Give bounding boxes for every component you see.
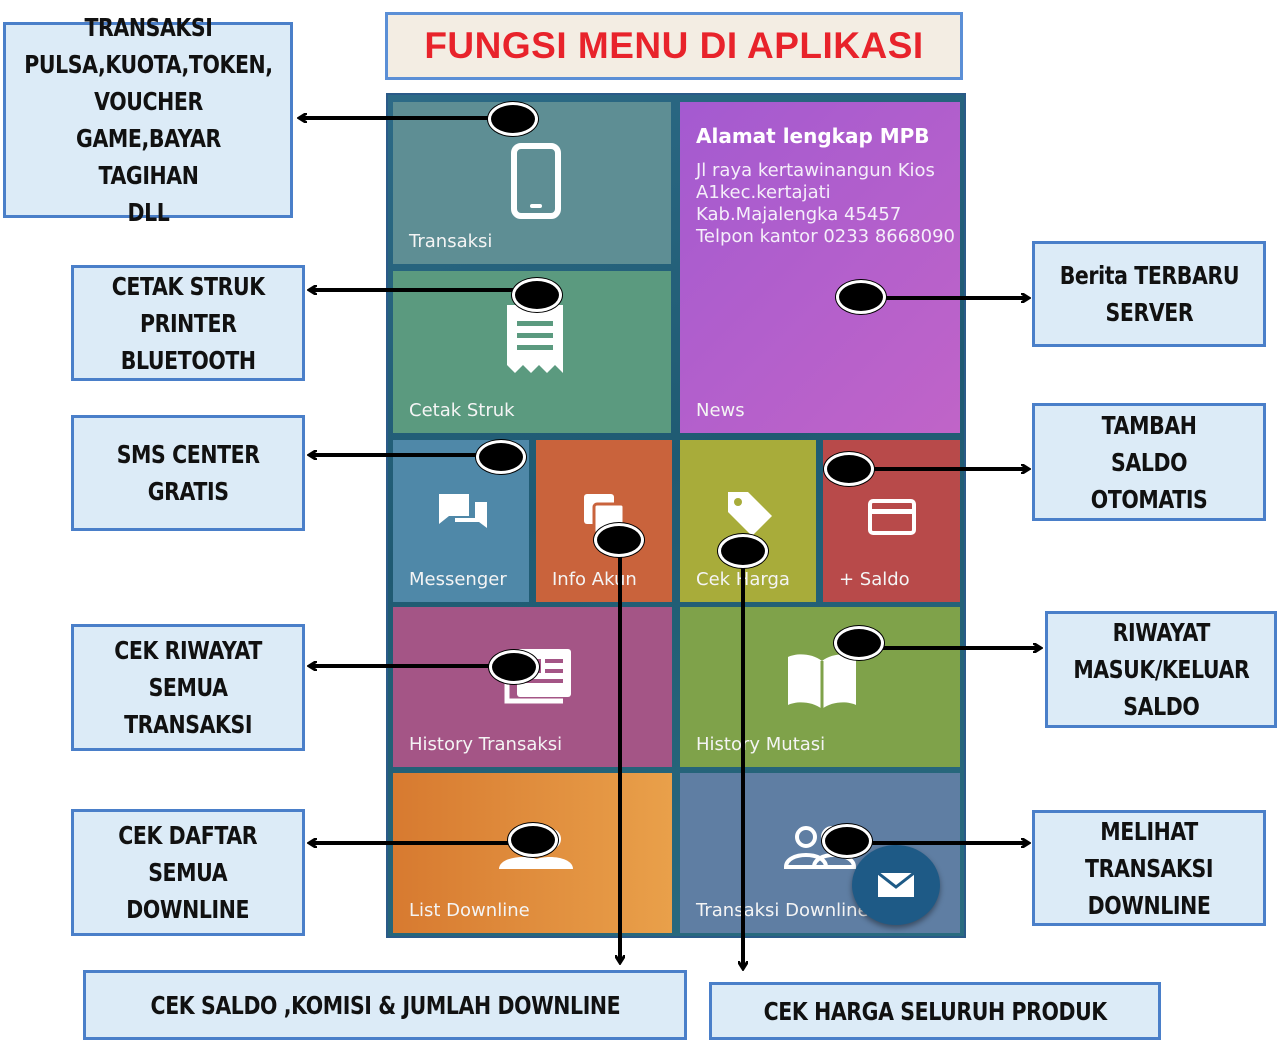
tile-label: Cetak Struk: [409, 400, 515, 421]
callout-saldo-komisi: CEK SALDO ,KOMISI & JUMLAH DOWNLINE: [83, 970, 687, 1040]
tile-label: Transaksi Downline: [696, 900, 869, 921]
chat-icon: [439, 494, 487, 528]
tile-label: News: [696, 400, 745, 421]
tile-label: Messenger: [409, 569, 507, 590]
callout-transaksi-downline: MELIHAT TRANSAKSI DOWNLINE: [1032, 810, 1266, 926]
tile-news[interactable]: Alamat lengkap MPB Jl raya kertawinangun…: [680, 102, 960, 433]
receipt-icon: [507, 305, 563, 373]
callout-berita: Berita TERBARU SERVER: [1032, 241, 1266, 347]
callout-sms-center: SMS CENTER GRATIS: [71, 415, 305, 531]
phone-icon: [511, 143, 561, 219]
tile-cek-harga[interactable]: Cek Harga: [680, 440, 816, 602]
marker-transaksi: [488, 102, 538, 136]
marker-sms: [476, 440, 526, 474]
marker-berita: [836, 280, 886, 314]
tile-history-mutasi[interactable]: History Mutasi: [680, 607, 960, 767]
diagram-title: FUNGSI MENU DI APLIKASI: [385, 12, 963, 80]
marker-daftar: [508, 823, 558, 857]
tile-info-akun[interactable]: Info Akun: [536, 440, 672, 602]
marker-info-akun: [594, 523, 644, 557]
tile-transaksi-downline[interactable]: Transaksi Downline: [680, 773, 960, 933]
tile-label: + Saldo: [839, 569, 910, 590]
tag-icon: [728, 492, 772, 536]
marker-cetak: [512, 278, 562, 312]
tile-label: Transaksi: [409, 231, 493, 252]
marker-cek-harga: [718, 534, 768, 568]
callout-daftar-downline: CEK DAFTAR SEMUA DOWNLINE: [71, 809, 305, 936]
marker-tambah: [824, 452, 874, 486]
tile-history-transaksi[interactable]: History Transaksi: [393, 607, 672, 767]
callout-riwayat-transaksi: CEK RIWAYAT SEMUA TRANSAKSI: [71, 624, 305, 751]
marker-mutasi: [834, 626, 884, 660]
tile-label: History Mutasi: [696, 734, 826, 755]
callout-riwayat-saldo: RIWAYAT MASUK/KELUAR SALDO: [1045, 611, 1277, 728]
mail-icon: [877, 872, 915, 897]
credit-card-icon: [868, 499, 916, 535]
callout-cetak-struk: CETAK STRUK PRINTER BLUETOOTH: [71, 265, 305, 381]
callout-transaksi: TRANSAKSI PULSA,KUOTA,TOKEN, VOUCHER GAM…: [3, 13, 293, 227]
tile-label: Info Akun: [552, 569, 637, 590]
marker-riwayat: [489, 650, 539, 684]
book-icon: [788, 654, 856, 709]
callout-tambah-saldo: TAMBAH SALDO OTOMATIS: [1032, 403, 1266, 521]
marker-melihat: [822, 824, 872, 858]
tile-label: List Downline: [409, 900, 530, 921]
mail-fab[interactable]: [852, 845, 940, 925]
callout-harga-produk: CEK HARGA SELURUH PRODUK: [709, 982, 1161, 1040]
tile-label: History Transaksi: [409, 734, 563, 755]
news-body: Jl raya kertawinangun Kios A1kec.kertaja…: [696, 160, 956, 247]
news-title: Alamat lengkap MPB: [696, 124, 930, 148]
